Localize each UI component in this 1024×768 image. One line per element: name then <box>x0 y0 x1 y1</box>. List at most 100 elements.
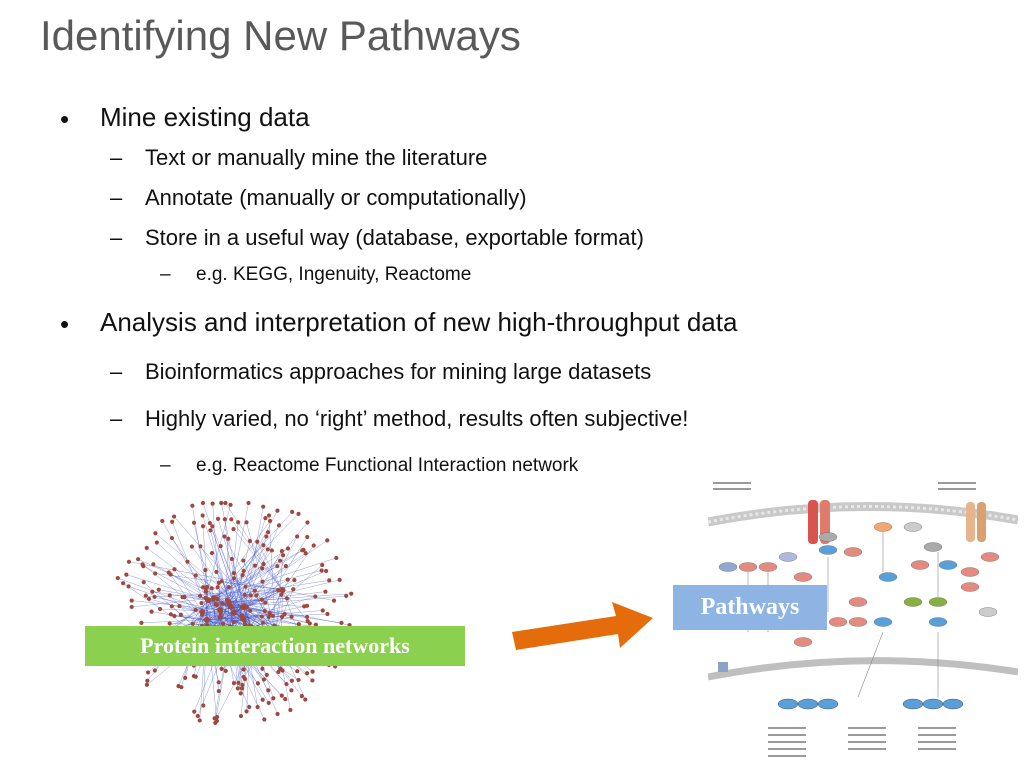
network-node <box>153 571 158 576</box>
pathway-node <box>793 637 813 647</box>
network-node <box>275 711 280 717</box>
network-edge <box>202 549 304 613</box>
network-node <box>240 572 245 578</box>
dash-marker: – <box>110 185 123 210</box>
sub-bullet-item: Highly varied, no ‘right’ method, result… <box>145 406 689 431</box>
network-node <box>235 686 240 691</box>
network-node <box>265 530 271 535</box>
network-node <box>241 558 246 563</box>
network-node <box>344 593 349 599</box>
network-node <box>311 543 316 548</box>
network-edge <box>128 586 203 613</box>
network-node <box>177 603 182 609</box>
pathway-node <box>878 572 898 582</box>
network-node <box>220 621 226 626</box>
network-node <box>284 596 290 601</box>
network-node <box>216 688 221 694</box>
fine-print-line <box>768 734 806 736</box>
network-node <box>254 593 259 598</box>
network-edge <box>225 502 283 591</box>
network-node <box>144 682 149 687</box>
network-node <box>192 709 197 714</box>
network-node <box>261 504 266 509</box>
network-node <box>305 618 310 624</box>
network-node <box>313 594 318 599</box>
fine-print-line <box>918 741 956 743</box>
pathway-node <box>922 698 944 710</box>
network-node <box>241 674 246 680</box>
network-node <box>203 589 208 594</box>
network-node <box>275 508 280 513</box>
network-node <box>305 534 310 540</box>
network-node <box>280 553 286 558</box>
network-node <box>267 611 272 616</box>
network-edge <box>268 515 276 633</box>
network-node <box>259 614 264 619</box>
fine-print-line <box>848 748 886 750</box>
network-edge <box>173 516 276 634</box>
network-node <box>210 501 215 506</box>
network-edge <box>213 570 322 599</box>
network-node <box>198 593 203 599</box>
pathway-node <box>903 522 923 532</box>
network-node <box>203 567 208 573</box>
sub-bullet-item: Text or manually mine the literature <box>145 145 488 170</box>
network-node <box>296 511 301 516</box>
network-node <box>241 667 246 672</box>
network-node <box>291 587 296 592</box>
network-edge <box>141 619 207 624</box>
network-node <box>220 601 225 606</box>
network-node <box>325 611 330 617</box>
network-node <box>215 516 221 521</box>
network-edge <box>275 589 294 633</box>
network-edge <box>195 589 283 611</box>
network-hub-node <box>225 599 232 606</box>
network-node <box>201 585 206 590</box>
network-edge <box>213 580 330 599</box>
network-node <box>260 620 266 625</box>
network-node <box>191 520 197 525</box>
network-node <box>247 538 253 544</box>
pathway-node <box>778 552 798 562</box>
fine-print-line <box>918 727 956 729</box>
network-edge <box>233 572 251 627</box>
network-node <box>172 567 177 572</box>
pathway-node <box>980 552 1000 562</box>
network-node <box>199 600 204 606</box>
network-node <box>261 677 267 682</box>
network-edge <box>231 519 283 591</box>
pathway-node <box>797 698 819 710</box>
pathways-label: Pathways <box>673 585 827 630</box>
network-node <box>259 597 264 602</box>
network-node <box>222 534 227 539</box>
network-node <box>284 681 289 687</box>
network-node <box>260 666 265 671</box>
network-node <box>170 519 175 524</box>
network-node <box>200 513 205 518</box>
network-hub-node <box>203 616 210 623</box>
network-node <box>152 594 157 599</box>
network-node <box>289 614 294 619</box>
network-node <box>214 603 220 608</box>
network-node <box>145 678 150 683</box>
network-node <box>183 675 188 680</box>
network-node <box>157 606 163 612</box>
network-node <box>228 502 233 507</box>
network-node <box>265 547 270 552</box>
network-edge <box>229 589 283 627</box>
network-node <box>208 528 213 533</box>
network-node <box>229 517 234 522</box>
network-node <box>179 685 184 690</box>
network-node <box>263 516 268 521</box>
pathway-node <box>923 542 943 552</box>
network-node <box>126 559 132 564</box>
pathway-node <box>938 560 958 570</box>
network-node <box>282 612 287 617</box>
network-node <box>214 569 219 575</box>
network-node <box>277 558 283 563</box>
sub-bullet-item: Bioinformatics approaches for mining lar… <box>145 359 652 384</box>
network-node <box>266 513 272 518</box>
network-node <box>144 545 149 551</box>
network-edge <box>230 595 347 607</box>
pathway-node <box>828 617 848 627</box>
